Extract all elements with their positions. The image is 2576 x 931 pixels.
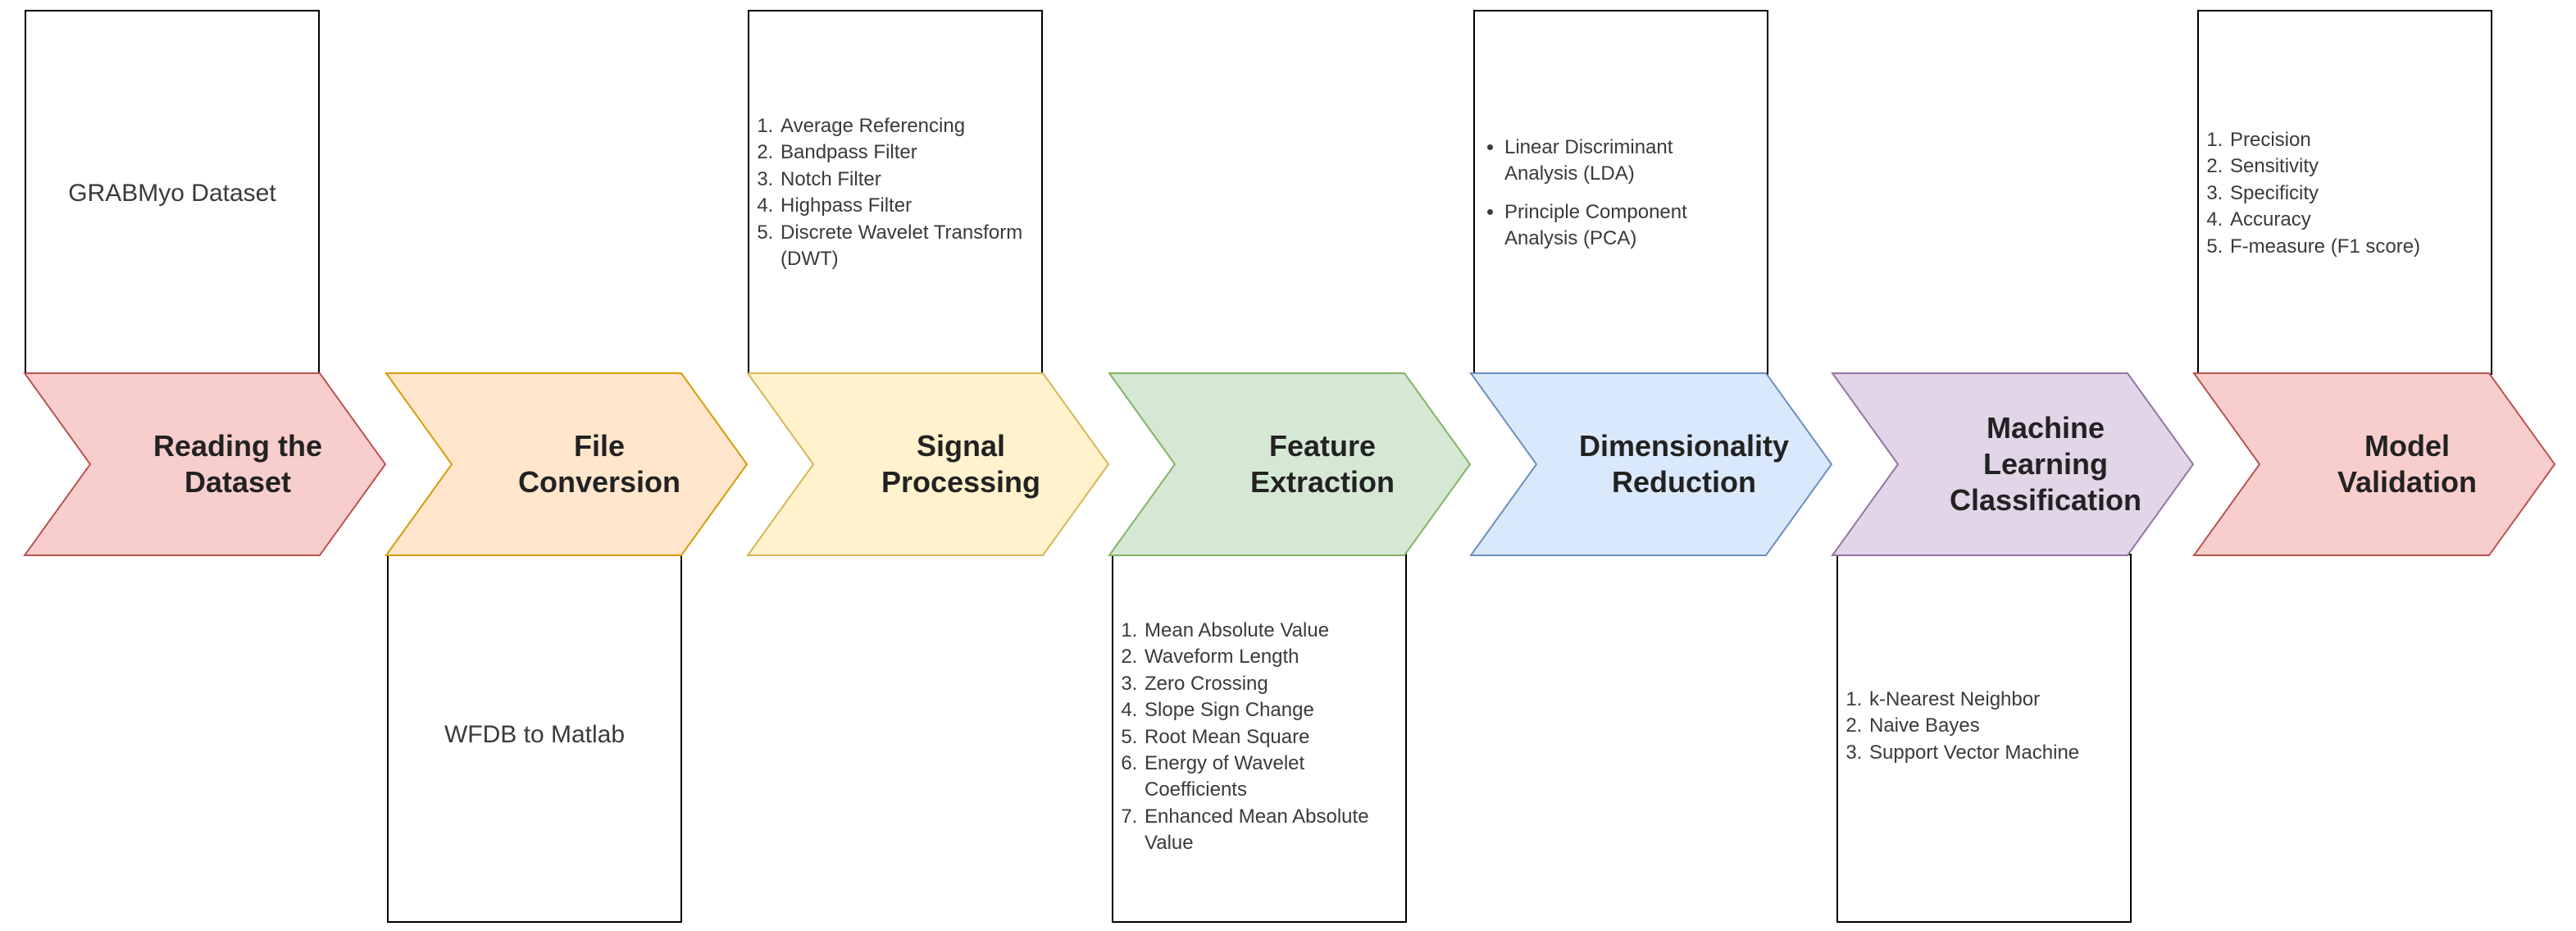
feature-extraction-list: Mean Absolute Value Waveform Length Zero…	[1113, 618, 1405, 857]
stage-label-line: Learning	[1983, 447, 2108, 481]
signal-processing-list: Average Referencing Bandpass Filter Notc…	[749, 113, 1041, 272]
list-item: Support Vector Machine	[1868, 740, 2122, 766]
dataset-text: GRABMyo Dataset	[68, 180, 276, 207]
list-item: Energy of Wavelet Coefficients	[1143, 751, 1397, 804]
stage-label-line: Reading the	[153, 429, 322, 463]
stage-label-line: File	[574, 429, 625, 463]
stage-reading-arrow	[23, 372, 387, 556]
stage-validation-arrow	[2192, 372, 2556, 556]
list-item: Mean Absolute Value	[1143, 618, 1397, 644]
list-item: Principle Component Analysis (PCA)	[1504, 199, 1750, 253]
list-item: Specificity	[2228, 180, 2483, 207]
dataset-box: GRABMyo Dataset	[25, 10, 320, 375]
stage-label-line: Dimensionality	[1579, 429, 1789, 463]
list-item: Accuracy	[2228, 207, 2483, 233]
conversion-text: WFDB to Matlab	[444, 721, 626, 748]
stage-label-line: Processing	[881, 465, 1040, 499]
list-item: Enhanced Mean Absolute Value	[1143, 804, 1397, 857]
stage-feature-arrow	[1108, 372, 1472, 556]
validation-list: Precision Sensitivity Specificity Accura…	[2199, 127, 2491, 260]
list-item: Sensitivity	[2228, 153, 2483, 180]
feature-extraction-box: Mean Absolute Value Waveform Length Zero…	[1112, 554, 1407, 923]
stage-label-line: Classification	[1950, 483, 2141, 517]
list-item: Average Referencing	[779, 113, 1033, 139]
stage-label-line: Conversion	[518, 465, 680, 499]
list-item: Slope Sign Change	[1143, 697, 1397, 723]
dimensionality-list: Linear Discriminant Analysis (LDA) Princ…	[1475, 135, 1767, 253]
stage-label-line: Model	[2364, 429, 2450, 463]
list-item: Notch Filter	[779, 167, 1033, 193]
stage-label-line: Signal	[917, 429, 1005, 463]
stage-conversion-arrow	[385, 372, 749, 556]
stage-classification-arrow	[1831, 372, 2195, 556]
stage-signal-arrow	[746, 372, 1110, 556]
stage-label-line: Validation	[2337, 465, 2477, 499]
stage-dimensionality-arrow	[1469, 372, 1833, 556]
classification-list: k-Nearest Neighbor Naive Bayes Support V…	[1838, 687, 2130, 766]
conversion-box: WFDB to Matlab	[387, 554, 682, 923]
dimensionality-box: Linear Discriminant Analysis (LDA) Princ…	[1473, 10, 1768, 375]
classification-box: k-Nearest Neighbor Naive Bayes Support V…	[1836, 554, 2132, 923]
list-item: Bandpass Filter	[779, 139, 1033, 166]
stage-label-line: Extraction	[1250, 465, 1395, 499]
list-item: Linear Discriminant Analysis (LDA)	[1504, 135, 1750, 188]
stage-label-line: Dataset	[184, 465, 291, 499]
stage-label-line: Machine	[1987, 411, 2105, 445]
list-item: k-Nearest Neighbor	[1868, 687, 2122, 713]
list-item: Highpass Filter	[779, 193, 1033, 219]
list-item: Zero Crossing	[1143, 671, 1397, 697]
stage-label-line: Feature	[1269, 429, 1376, 463]
list-item: Discrete Wavelet Transform (DWT)	[779, 220, 1033, 273]
stage-label-line: Reduction	[1612, 465, 1756, 499]
list-item: Naive Bayes	[1868, 713, 2122, 739]
list-item: Precision	[2228, 127, 2483, 153]
list-item: Waveform Length	[1143, 644, 1397, 670]
list-item: Root Mean Square	[1143, 724, 1397, 751]
validation-box: Precision Sensitivity Specificity Accura…	[2197, 10, 2492, 375]
list-item: F-measure (F1 score)	[2228, 234, 2483, 260]
